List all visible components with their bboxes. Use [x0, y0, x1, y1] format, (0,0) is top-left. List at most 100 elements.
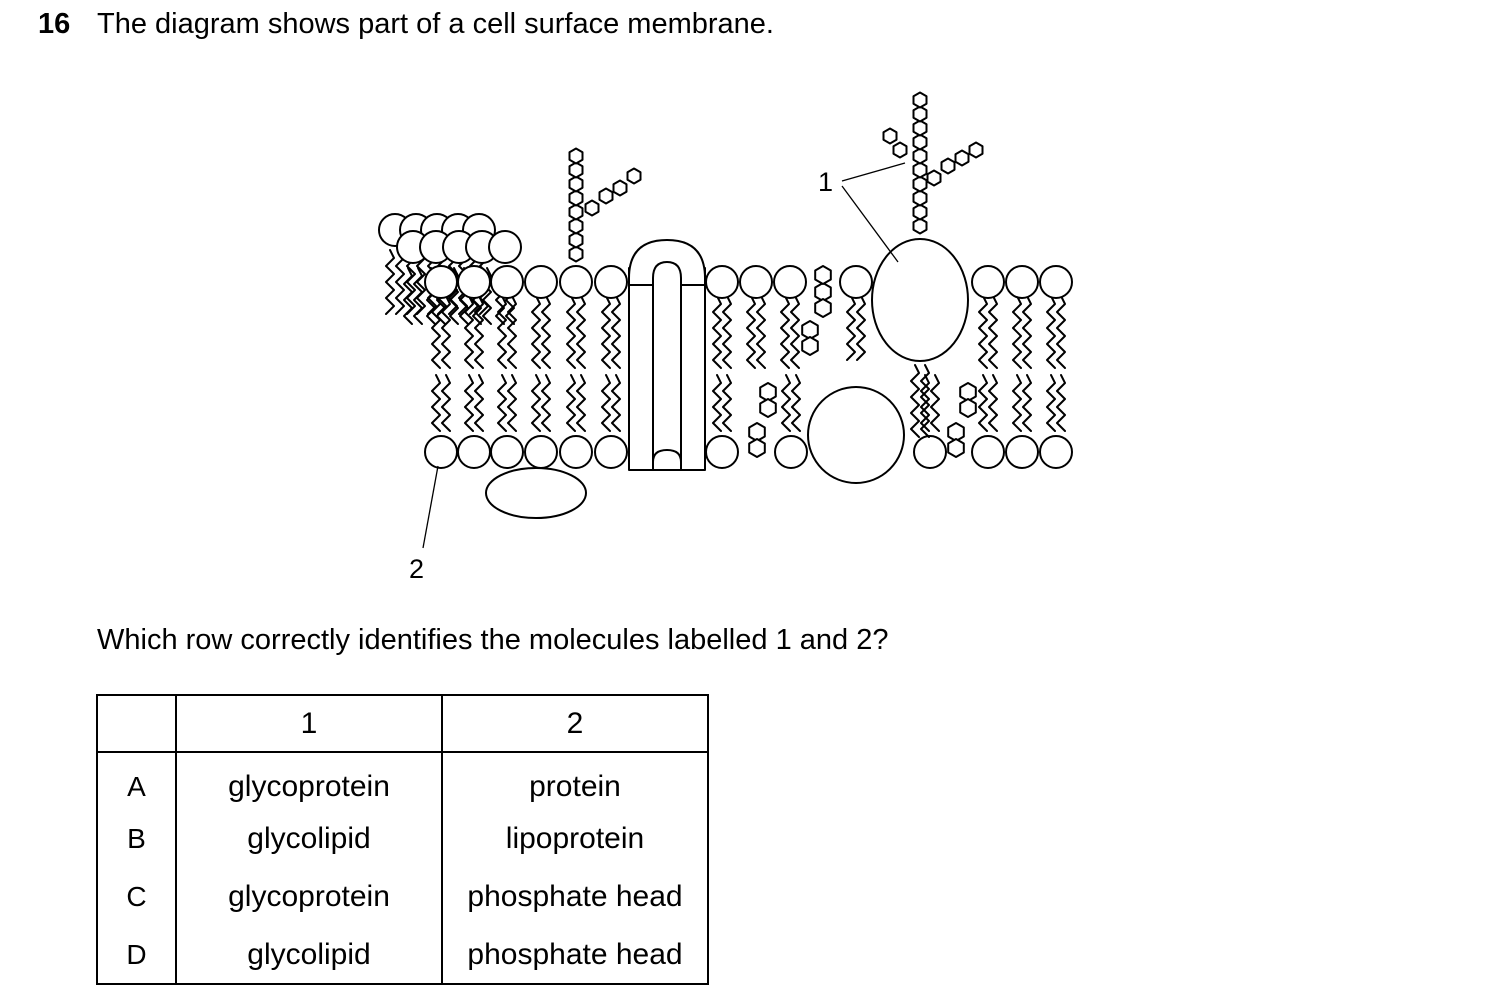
phospholipid-tail	[722, 295, 732, 369]
glycolipid-sugar	[626, 167, 642, 185]
phospholipid-head	[559, 265, 593, 299]
phospholipid-tail	[566, 374, 576, 432]
glycoprotein-sugar	[882, 127, 898, 145]
glycoprotein	[871, 238, 969, 362]
label-2: 2	[409, 554, 424, 584]
header-blank	[96, 694, 177, 753]
protein-anchor	[910, 364, 920, 438]
phospholipid-head	[424, 265, 458, 299]
phospholipid-head	[739, 265, 773, 299]
option-letter[interactable]: D	[96, 926, 177, 985]
table-row[interactable]: B glycolipid lipoprotein	[96, 810, 709, 868]
phospholipid-head	[774, 435, 808, 469]
label-1: 1	[818, 167, 833, 197]
phospholipid-tail	[601, 295, 611, 369]
phospholipid-tail	[611, 374, 621, 432]
phospholipid-tail	[978, 374, 988, 432]
phospholipid-head	[773, 265, 807, 299]
glycoprotein-sugar	[912, 189, 928, 207]
phospholipid-head	[524, 265, 558, 299]
phospholipid-tail	[441, 374, 451, 432]
glycoprotein-sugar	[912, 105, 928, 123]
phospholipid-head	[1039, 435, 1073, 469]
glycoprotein-sugar	[912, 91, 928, 109]
option-letter[interactable]: A	[96, 752, 177, 810]
phospholipid-head	[971, 265, 1005, 299]
phospholipid-tail	[722, 374, 732, 432]
cholesterol	[801, 336, 819, 356]
option-letter[interactable]: C	[96, 868, 177, 926]
glycolipid-sugar	[568, 203, 584, 221]
phospholipid-head	[971, 435, 1005, 469]
option-col1: glycoprotein	[175, 752, 443, 810]
phospholipid-tail	[531, 374, 541, 432]
phospholipid-head	[1005, 435, 1039, 469]
phospholipid-tail	[531, 295, 541, 369]
phospholipid-tail	[856, 295, 866, 361]
glycoprotein-sugar	[912, 161, 928, 179]
table-row[interactable]: D glycolipid phosphate head	[96, 926, 709, 985]
phospholipid-tail	[988, 295, 998, 369]
integral-protein	[807, 386, 905, 484]
phospholipid-head	[424, 435, 458, 469]
phospholipid-head	[488, 230, 522, 264]
option-col1: glycolipid	[175, 810, 443, 868]
glycolipid-sugar	[598, 187, 614, 205]
phospholipid-head	[1005, 265, 1039, 299]
phospholipid-head	[594, 435, 628, 469]
option-col2: protein	[441, 752, 709, 810]
phospholipid-head	[913, 435, 947, 469]
glycoprotein-sugar	[912, 203, 928, 221]
glycolipid-sugar	[568, 231, 584, 249]
phospholipid-tail	[930, 374, 940, 432]
phospholipid-tail	[1012, 374, 1022, 432]
glycolipid-sugar	[568, 175, 584, 193]
cholesterol	[759, 398, 777, 418]
option-col2: phosphate head	[441, 868, 709, 926]
phospholipid-tail	[431, 374, 441, 432]
option-col1: glycoprotein	[175, 868, 443, 926]
glycolipid-sugar	[568, 161, 584, 179]
cell-membrane-diagram: 1 2	[378, 91, 1073, 584]
phospholipid-tail	[1056, 295, 1066, 369]
phospholipid-tail	[790, 295, 800, 369]
question-text: The diagram shows part of a cell surface…	[97, 8, 774, 40]
table-row[interactable]: A glycoprotein protein	[96, 752, 709, 810]
glycolipid-sugar	[568, 245, 584, 263]
phospholipid-head	[524, 435, 558, 469]
protein-anchor	[920, 364, 930, 438]
glycoprotein-sugar	[912, 175, 928, 193]
phospholipid-tail	[1046, 374, 1056, 432]
phospholipid-tail	[395, 249, 405, 315]
phospholipid-tail	[780, 295, 790, 369]
phospholipid-tail	[541, 374, 551, 432]
glycolipid-sugar	[584, 199, 600, 217]
table-row[interactable]: C glycoprotein phosphate head	[96, 868, 709, 926]
phospholipid-tail	[920, 374, 930, 432]
phospholipid-tail	[576, 374, 586, 432]
glycoprotein-sugar	[968, 141, 984, 159]
option-col2: lipoprotein	[441, 810, 709, 868]
phospholipid-tail	[791, 374, 801, 432]
option-letter[interactable]: B	[96, 810, 177, 868]
channel-protein	[628, 239, 706, 286]
glycoprotein-sugar	[912, 119, 928, 137]
channel-protein	[628, 267, 654, 471]
cholesterol	[959, 398, 977, 418]
phospholipid-tail	[1012, 295, 1022, 369]
phospholipid-tail	[497, 295, 507, 369]
option-col1: glycolipid	[175, 926, 443, 985]
glycoprotein-sugar	[912, 217, 928, 235]
phospholipid-head	[839, 265, 873, 299]
phospholipid-head	[490, 435, 524, 469]
phospholipid-tail	[385, 249, 395, 315]
phospholipid-tail	[507, 374, 517, 432]
diagram-labels	[422, 162, 906, 549]
question-number: 16	[38, 8, 71, 40]
phospholipid-head	[705, 265, 739, 299]
glycolipid-sugar	[568, 147, 584, 165]
glycoprotein-sugar	[912, 133, 928, 151]
header-2: 2	[441, 694, 709, 753]
phospholipid-tail	[541, 295, 551, 369]
phospholipid-tail	[756, 295, 766, 369]
